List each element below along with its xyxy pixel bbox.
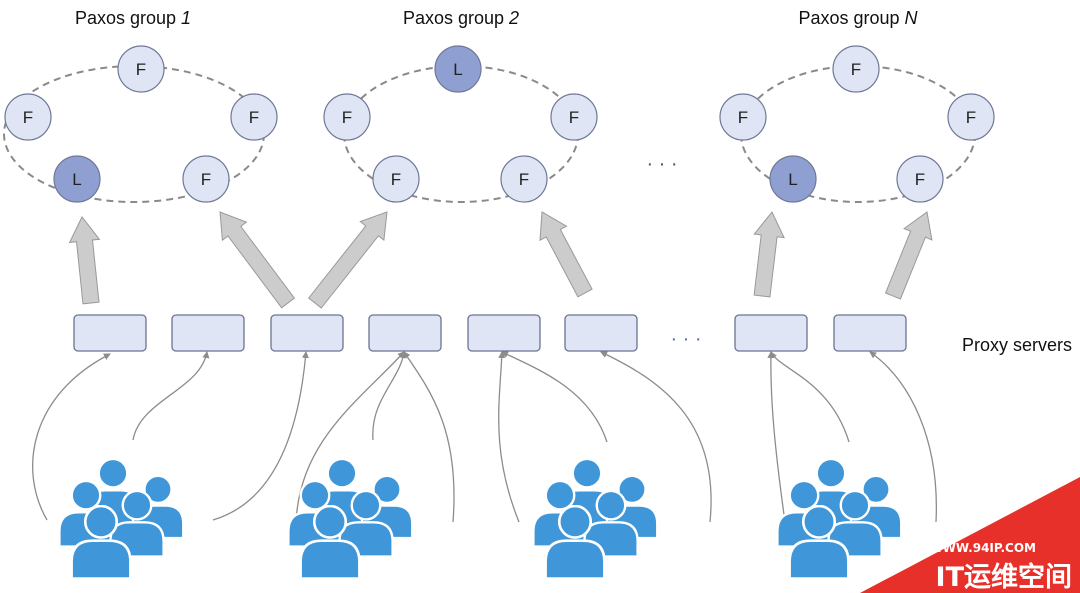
block-arrow xyxy=(884,211,933,300)
request-curve xyxy=(770,351,850,443)
follower-node xyxy=(323,93,371,141)
follower-node-label: F xyxy=(738,108,748,127)
proxy-server xyxy=(270,314,344,352)
follower-node-label: F xyxy=(915,170,925,189)
follower-node xyxy=(896,155,944,203)
follower-node xyxy=(182,155,230,203)
proxy-server xyxy=(73,314,147,352)
watermark-logo: WWW.94IP.COM IT运维空间 xyxy=(860,477,1080,593)
follower-node-label: F xyxy=(136,60,146,79)
arrow-layer xyxy=(68,211,933,309)
follower-node-label: F xyxy=(391,170,401,189)
request-curve xyxy=(498,351,520,523)
request-curve xyxy=(501,351,608,443)
users-icon xyxy=(58,458,185,579)
block-arrow xyxy=(539,211,593,298)
proxy-server-row xyxy=(73,314,907,352)
request-curve xyxy=(212,351,309,521)
leader-node xyxy=(769,155,817,203)
request-curve xyxy=(869,351,938,523)
follower-node-label: F xyxy=(851,60,861,79)
follower-node xyxy=(832,45,880,93)
follower-node xyxy=(947,93,995,141)
request-curve xyxy=(767,351,786,523)
block-arrow xyxy=(68,216,101,305)
leader-node-label: L xyxy=(788,170,797,189)
request-curve xyxy=(32,353,111,521)
follower-node xyxy=(500,155,548,203)
leader-node xyxy=(53,155,101,203)
proxy-server xyxy=(833,314,907,352)
block-arrow xyxy=(307,211,388,309)
users-icon xyxy=(532,458,659,579)
leader-node-label: L xyxy=(72,170,81,189)
follower-node-label: F xyxy=(201,170,211,189)
users-icon xyxy=(776,458,903,579)
request-curve xyxy=(372,351,407,441)
proxy-servers-label: Proxy servers xyxy=(962,335,1072,355)
proxy-server xyxy=(467,314,541,352)
leader-node-label: L xyxy=(453,60,462,79)
watermark-url: WWW.94IP.COM xyxy=(929,541,1036,555)
follower-node xyxy=(372,155,420,203)
follower-node-label: F xyxy=(23,108,33,127)
user-groups xyxy=(58,458,903,579)
block-arrow xyxy=(219,211,296,309)
follower-node-label: F xyxy=(966,108,976,127)
proxy-server xyxy=(171,314,245,352)
follower-node xyxy=(4,93,52,141)
group-title-2: Paxos group 2 xyxy=(403,8,519,28)
group-title-1: Paxos group 1 xyxy=(75,8,191,28)
follower-node-label: F xyxy=(249,108,259,127)
leader-node xyxy=(434,45,482,93)
watermark-name: IT运维空间 xyxy=(936,561,1072,593)
follower-node xyxy=(117,45,165,93)
block-arrow xyxy=(753,211,785,298)
request-curve xyxy=(132,351,210,441)
follower-node-label: F xyxy=(342,108,352,127)
follower-node-label: F xyxy=(569,108,579,127)
proxy-server xyxy=(734,314,808,352)
follower-node-label: F xyxy=(519,170,529,189)
request-curve xyxy=(403,351,455,523)
follower-node xyxy=(230,93,278,141)
proxy-server xyxy=(368,314,442,352)
group-ellipsis: · · · xyxy=(646,153,677,175)
follower-node xyxy=(550,93,598,141)
proxy-ellipsis: · · · xyxy=(670,328,701,350)
follower-node xyxy=(719,93,767,141)
users-icon xyxy=(287,458,414,579)
proxy-server xyxy=(564,314,638,352)
request-curve xyxy=(600,351,712,523)
node-layer: F F F F L L F F F F F F F F L xyxy=(4,45,995,203)
group-title-n: Paxos group N xyxy=(798,8,918,28)
